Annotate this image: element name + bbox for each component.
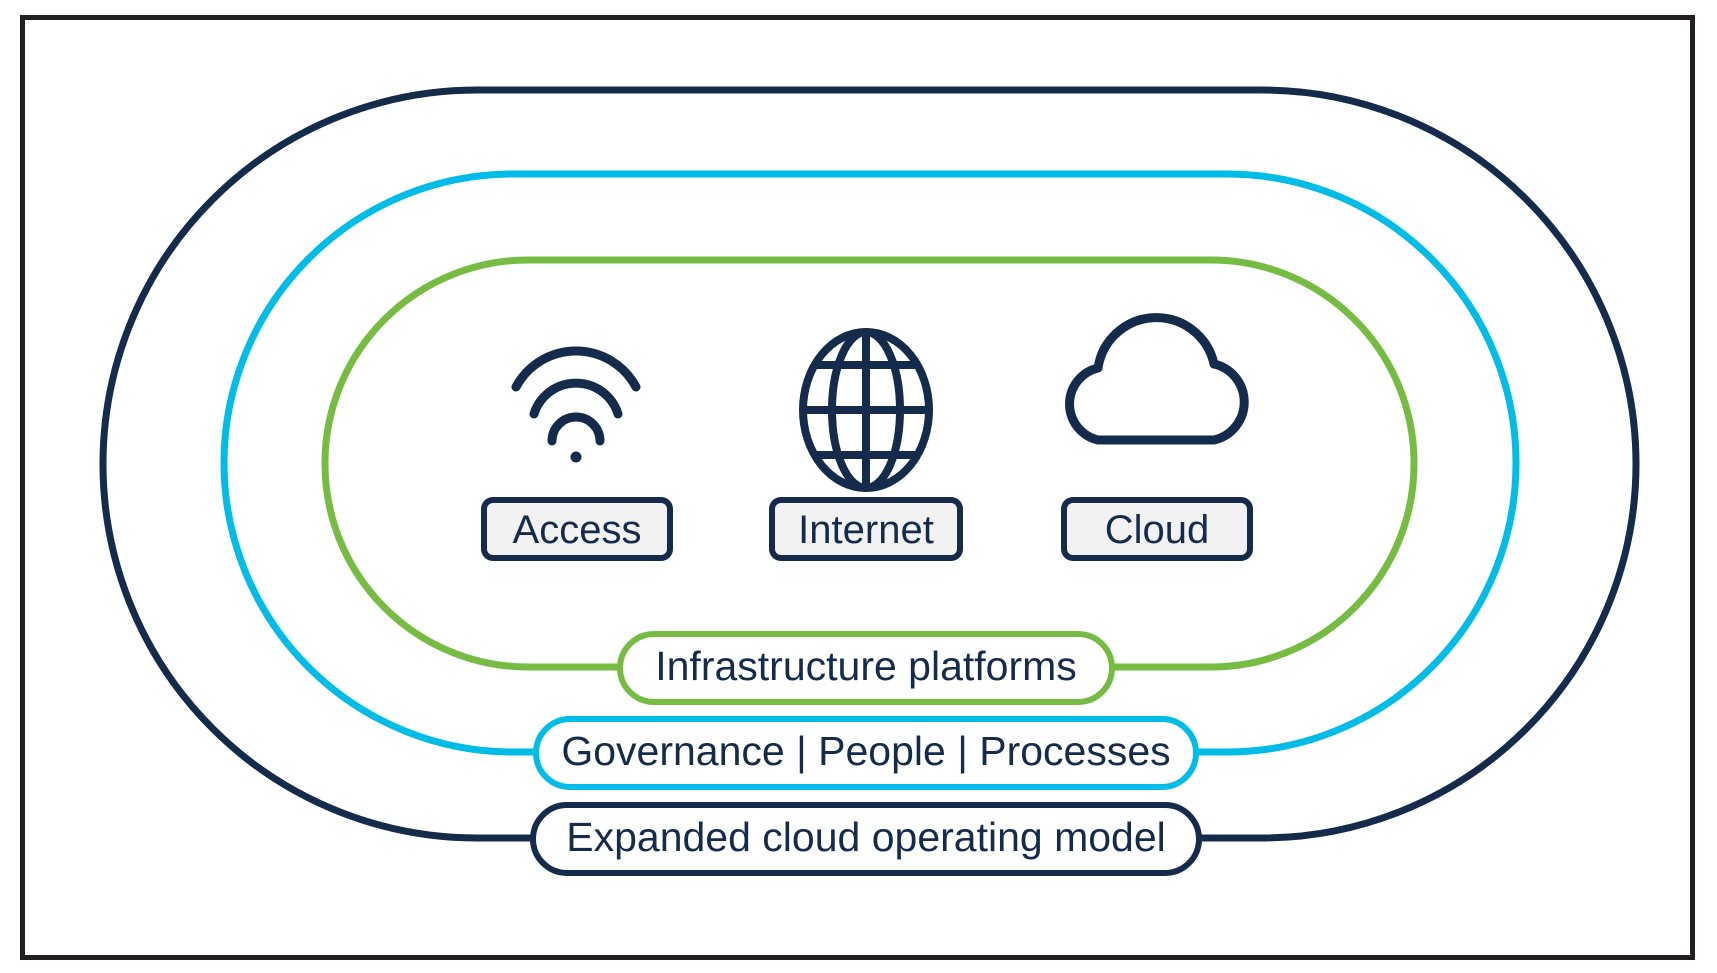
cloud-pill-shape	[1061, 497, 1253, 561]
globe-icon	[799, 328, 933, 492]
node-pill-access[interactable]: Access	[481, 497, 673, 561]
cloud-icon	[1065, 313, 1249, 445]
band-governance-people-processes[interactable]: Governance | People | Processes	[533, 716, 1199, 790]
node-pill-cloud[interactable]: Cloud	[1061, 497, 1253, 561]
expanded-cloud-operating-model-shape	[530, 802, 1202, 876]
cloud-pill-label: Cloud	[1105, 508, 1210, 552]
infrastructure-platforms-shape	[617, 631, 1115, 705]
access-pill-label: Access	[513, 508, 642, 552]
governance-people-processes-label: Governance | People | Processes	[561, 728, 1170, 774]
node-pill-internet[interactable]: Internet	[769, 497, 963, 561]
governance-people-processes-shape	[533, 716, 1199, 790]
wifi-icon	[511, 346, 641, 463]
internet-pill-label: Internet	[798, 508, 934, 552]
infrastructure-platforms-label: Infrastructure platforms	[655, 643, 1077, 689]
internet-pill-shape	[769, 497, 963, 561]
expanded-cloud-operating-model-label: Expanded cloud operating model	[566, 814, 1166, 860]
band-expanded-cloud-operating-model[interactable]: Expanded cloud operating model	[530, 802, 1202, 876]
access-pill-shape	[481, 497, 673, 561]
band-infrastructure-platforms[interactable]: Infrastructure platforms	[617, 631, 1115, 705]
